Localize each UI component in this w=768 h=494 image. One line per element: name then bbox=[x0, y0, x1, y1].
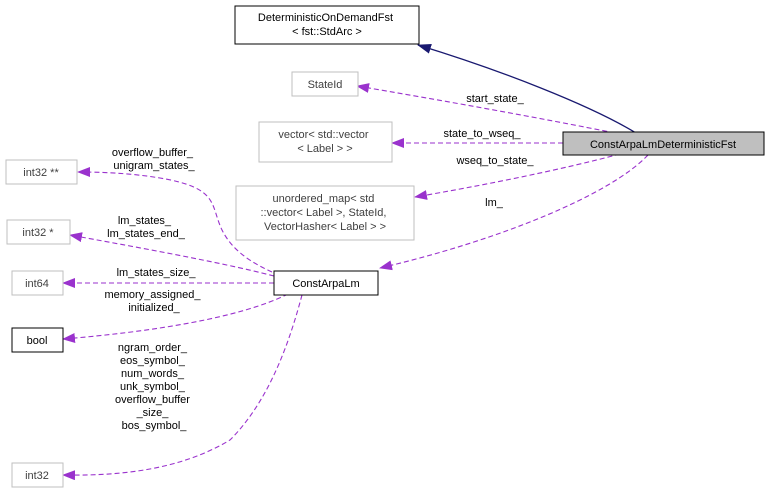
edge-labels: start_state_ state_to_wseq_ wseq_to_stat… bbox=[104, 93, 534, 432]
label-lm-states: lm_states_ lm_states_end_ bbox=[107, 215, 186, 240]
svg-text:int32: int32 bbox=[25, 470, 49, 482]
node-vector-label[interactable]: vector< std::vector < Label > > bbox=[258, 121, 393, 163]
node-int32-pointer-pointer[interactable]: int32 ** bbox=[5, 159, 78, 185]
node-state-id[interactable]: StateId bbox=[291, 71, 359, 97]
node-int32-pointer[interactable]: int32 * bbox=[6, 219, 71, 245]
svg-text:int32 *: int32 * bbox=[22, 227, 54, 239]
edge-start-state bbox=[356, 83, 616, 134]
label-state-to-wseq: state_to_wseq_ bbox=[443, 128, 521, 140]
svg-text:ConstArpaLm: ConstArpaLm bbox=[292, 278, 359, 290]
svg-text:bool: bool bbox=[27, 335, 48, 347]
label-wseq-to-state: wseq_to_state_ bbox=[455, 155, 534, 167]
edge-lm bbox=[379, 154, 649, 271]
svg-text:int64: int64 bbox=[25, 278, 49, 290]
node-unordered-map[interactable]: unordered_map< std ::vector< Label >, St… bbox=[235, 185, 415, 241]
edge-overflow-unigram bbox=[77, 167, 273, 273]
node-bool[interactable]: bool bbox=[11, 327, 64, 353]
node-int64[interactable]: int64 bbox=[11, 270, 64, 296]
svg-text:unordered_map< std ::v: unordered_map< std ::vector< Label >, St… bbox=[260, 193, 389, 233]
label-start-state: start_state_ bbox=[466, 93, 524, 105]
label-overflow-unigram: overflow_buffer_ unigram_states_ bbox=[112, 147, 196, 172]
svg-text:ConstArpaLmDeterministicFst: ConstArpaLmDeterministicFst bbox=[590, 139, 736, 151]
edge-int32-members bbox=[62, 294, 303, 481]
svg-text:StateId: StateId bbox=[308, 79, 343, 91]
svg-text:vector< std::vector <: vector< std::vector < Label > > bbox=[278, 129, 371, 155]
inheritance-edge bbox=[417, 44, 637, 134]
label-int32-members: ngram_order_ eos_symbol_ num_words_ unk_… bbox=[115, 342, 193, 432]
node-const-arpa-lm-deterministic-fst[interactable]: ConstArpaLmDeterministicFst bbox=[562, 131, 765, 156]
edge-wseq-to-state bbox=[414, 153, 621, 200]
edges bbox=[62, 44, 649, 481]
svg-text:DeterministicOnDemandFst: DeterministicOnDemandFst < fst::StdArc > bbox=[258, 12, 396, 38]
label-lm-states-size: lm_states_size_ bbox=[117, 267, 197, 279]
edge-lm-states bbox=[69, 232, 275, 277]
label-memory-initialized: memory_assigned_ initialized_ bbox=[104, 289, 203, 314]
node-int32[interactable]: int32 bbox=[11, 462, 64, 488]
label-lm: lm_ bbox=[485, 197, 504, 209]
svg-text:int32 **: int32 ** bbox=[23, 167, 59, 179]
node-deterministic-on-demand-fst[interactable]: DeterministicOnDemandFst < fst::StdArc > bbox=[234, 5, 420, 45]
nodes: DeterministicOnDemandFst < fst::StdArc >… bbox=[5, 5, 765, 488]
node-const-arpa-lm[interactable]: ConstArpaLm bbox=[273, 270, 379, 296]
